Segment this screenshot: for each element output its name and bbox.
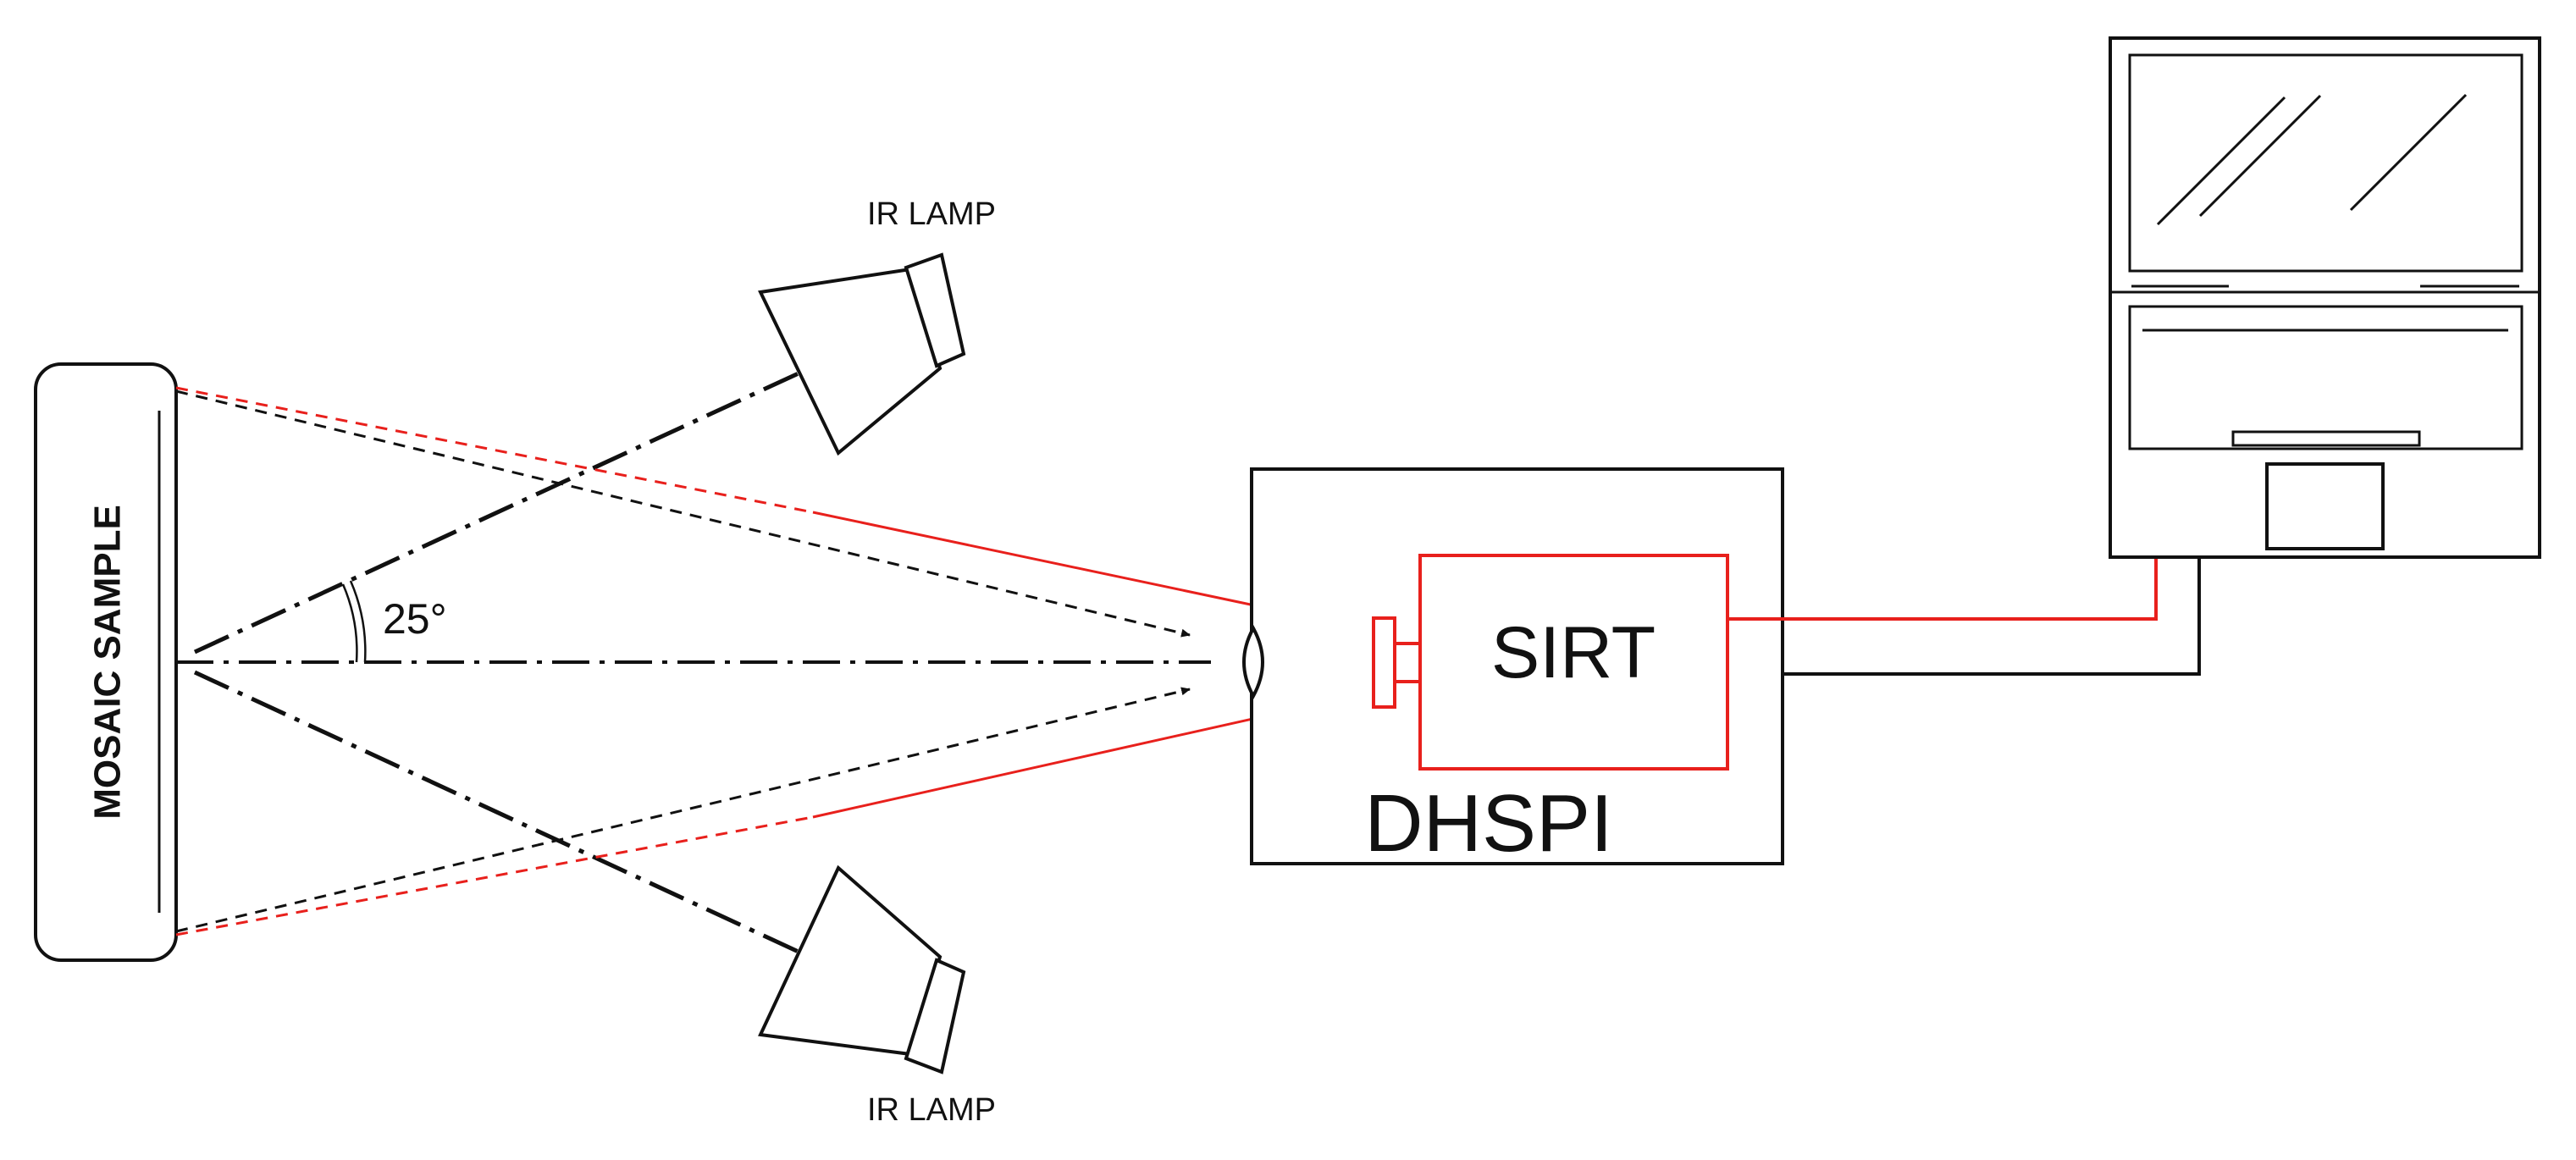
- lamp-bottom-label: IR LAMP: [867, 1092, 996, 1128]
- laptop-icon: [2109, 36, 2541, 559]
- red-cable: [1727, 557, 2158, 621]
- lamp-top-label: IR LAMP: [867, 196, 996, 232]
- ir-lamp-bottom: IR LAMP: [758, 864, 996, 1128]
- sirt-camera: SIRT: [1372, 554, 1729, 771]
- angle-label: 25°: [383, 595, 447, 643]
- sirt-label: SIRT: [1491, 612, 1656, 693]
- ir-lamp-top: IR LAMP: [758, 196, 996, 456]
- lens-icon: [1242, 624, 1264, 700]
- sample-label: MOSAIC SAMPLE: [87, 505, 129, 820]
- angle-indicator: 25°: [341, 580, 447, 663]
- axis-lines: [176, 370, 1211, 955]
- upper-lamp-axis-line: [193, 370, 802, 655]
- black-rays: [175, 389, 1191, 933]
- cables: [1727, 557, 2201, 676]
- mosaic-sample: MOSAIC SAMPLE: [34, 362, 178, 962]
- black-cable: [1783, 557, 2201, 676]
- dhspi-label: DHSPI: [1364, 778, 1612, 869]
- lower-lamp-axis-line: [193, 670, 802, 955]
